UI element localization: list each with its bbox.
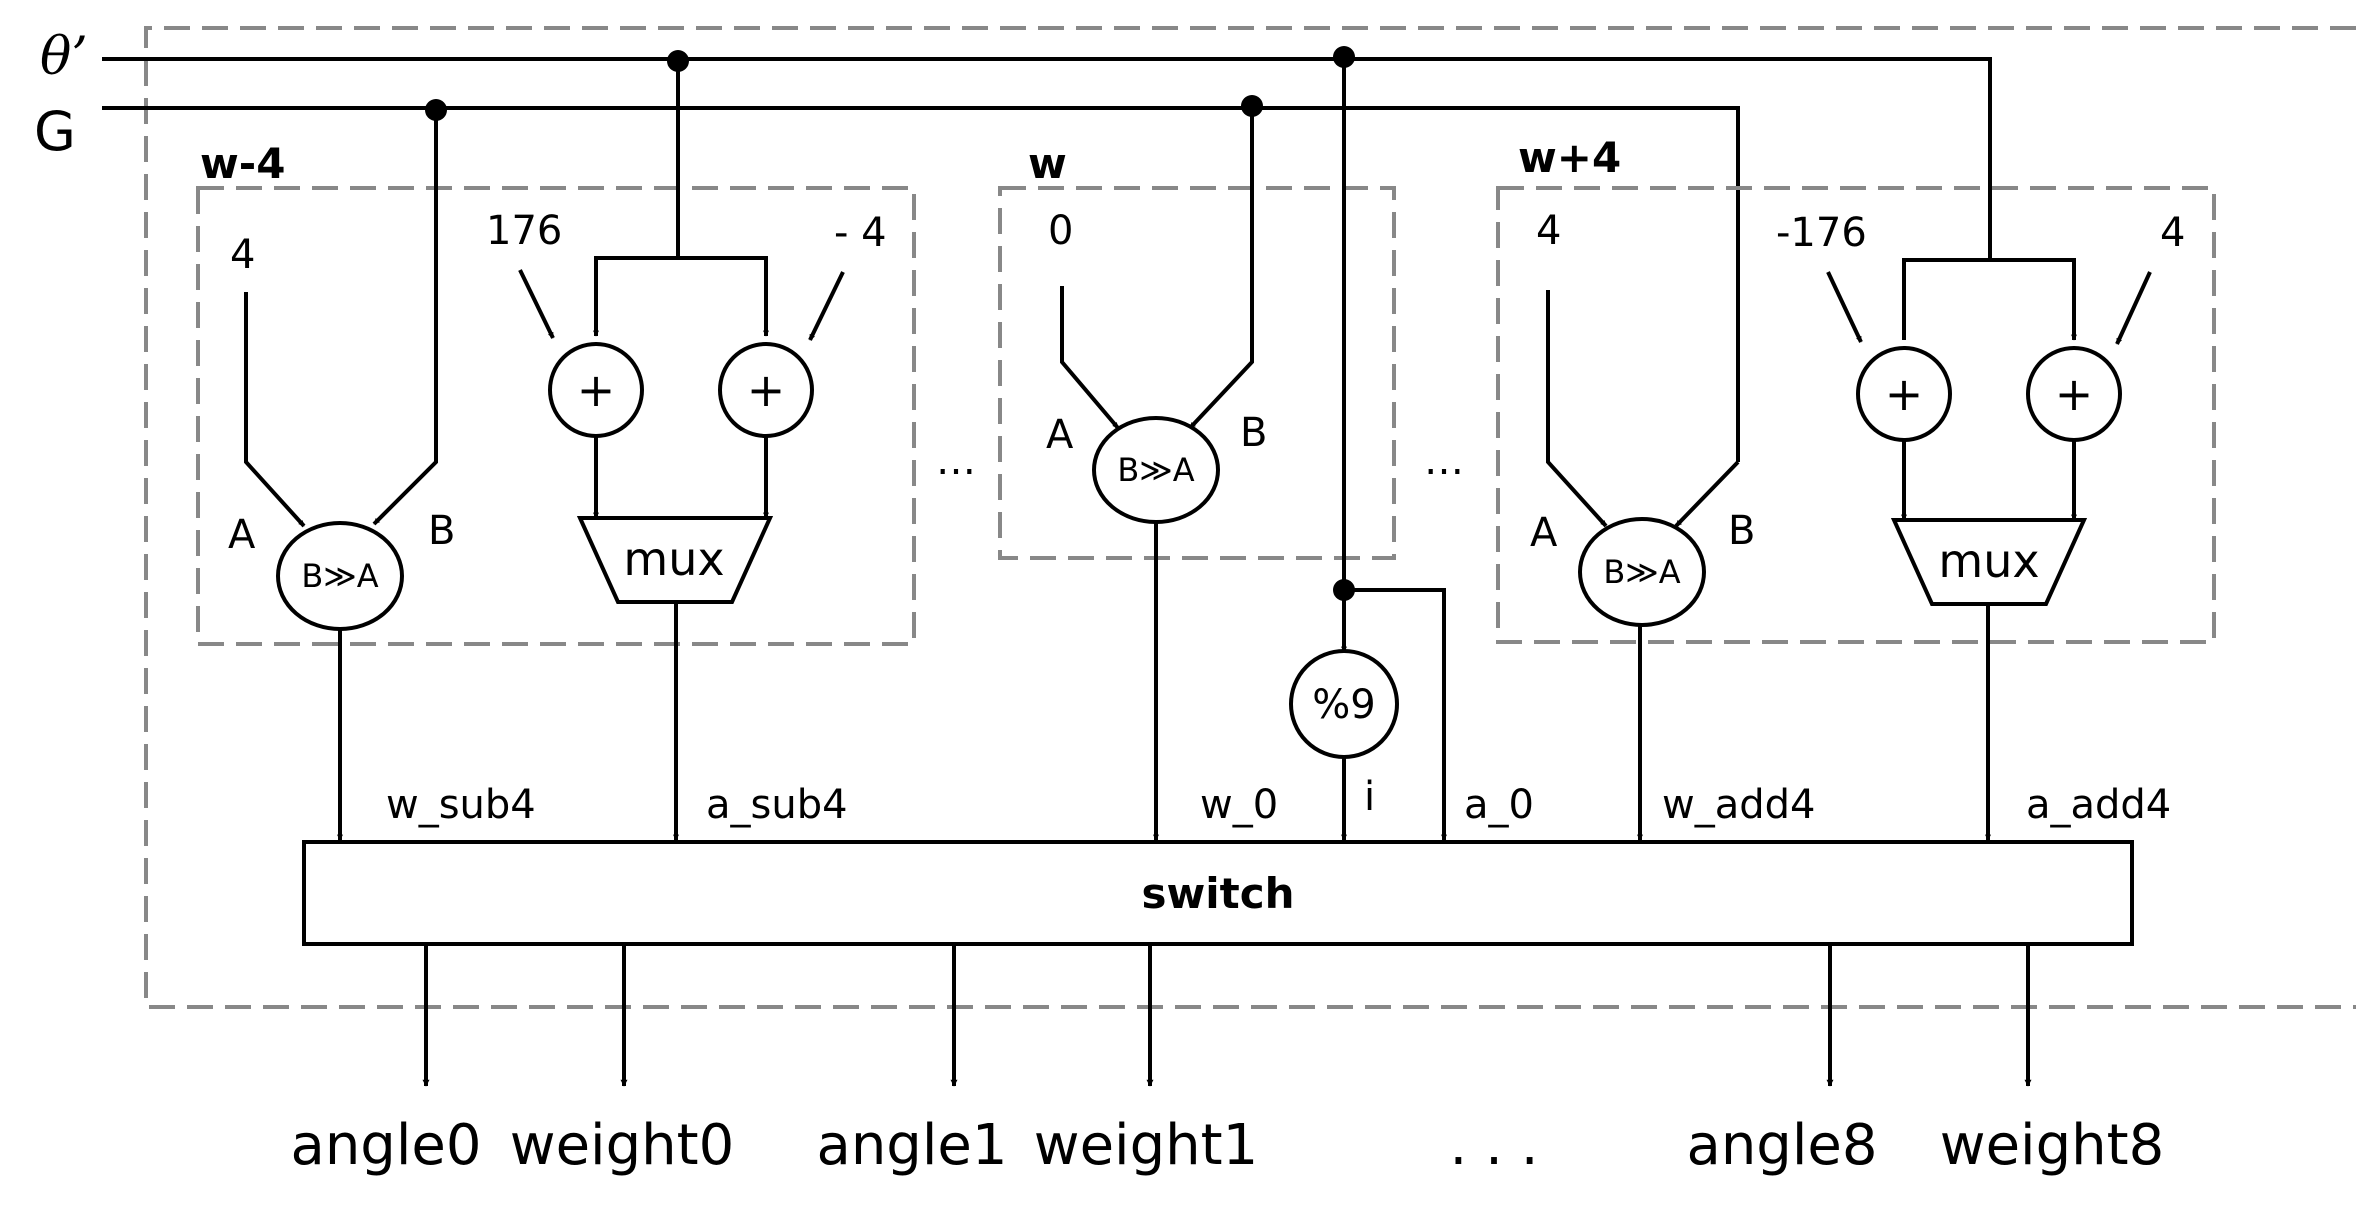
mux-left: [576, 516, 774, 604]
switch-label: switch: [1141, 869, 1294, 918]
signal-label-i: i: [1364, 774, 1375, 820]
signal-label-a-add4: a_add4: [2026, 782, 2171, 828]
output-weight0: weight0: [510, 1113, 734, 1178]
theta-input-label: θ’: [40, 27, 88, 87]
port-b-label: B: [1728, 508, 1755, 554]
ellipsis-left: …: [936, 438, 976, 484]
wire-theta-to-a0: [1344, 588, 1447, 841]
wire-minus176-to-adder: [1826, 271, 1863, 343]
port-a-label: A: [228, 512, 256, 558]
ellipsis-right: …: [1424, 438, 1464, 484]
g-bus: [102, 106, 1740, 462]
output-angle0: angle0: [291, 1113, 482, 1178]
const-4-left: 4: [230, 232, 255, 278]
wire-4-to-adder-right: [2115, 271, 2152, 345]
group-title-w: w: [1028, 139, 1067, 188]
wire-minus4-to-adder: [808, 271, 845, 341]
signal-label-w-sub4: w_sub4: [386, 782, 536, 828]
port-b-label: B: [428, 508, 455, 554]
mux-label: mux: [623, 532, 724, 586]
port-b-label: B: [1240, 410, 1267, 456]
g-input-label: G: [34, 100, 76, 163]
const-176: 176: [486, 208, 562, 254]
mux-label: mux: [1938, 534, 2039, 588]
const-4-right: 4: [1536, 208, 1561, 254]
shift-op-label: B≫A: [301, 557, 378, 595]
group-w: [998, 186, 1396, 560]
output-angle1: angle1: [817, 1113, 1008, 1178]
wire-const-to-shift-a-left: [244, 292, 306, 528]
const-minus-4: - 4: [834, 210, 887, 256]
wire-const-to-shift-a-mid: [1060, 286, 1120, 430]
wire-g-to-shift-b-right: [1674, 460, 1740, 528]
group-title-w-minus-4: w-4: [200, 139, 285, 188]
port-a-label: A: [1046, 412, 1074, 458]
group-w-minus-4: [196, 186, 916, 646]
const-4-adder-right: 4: [2160, 210, 2185, 256]
output-weight1: weight1: [1034, 1113, 1258, 1178]
wire-176-to-adder: [518, 269, 555, 339]
group-title-w-plus-4: w+4: [1518, 133, 1621, 182]
group-w-plus-4: [1496, 186, 2216, 644]
const-minus-176: -176: [1776, 210, 1867, 256]
wire-g-to-shift-b-left: [372, 110, 438, 526]
adder-op-label: +: [1885, 367, 1924, 421]
signal-label-w-add4: w_add4: [1662, 782, 1815, 828]
wire-theta-to-adders-right: [1902, 258, 2077, 341]
mod-op-label: %9: [1312, 682, 1375, 728]
port-a-label: A: [1530, 510, 1558, 556]
wire-g-to-shift-b-mid: [1188, 106, 1254, 430]
adder-op-label: +: [2055, 367, 2094, 421]
theta-bus: [102, 57, 1992, 260]
signal-label-a-0: a_0: [1464, 782, 1534, 828]
const-0: 0: [1048, 208, 1073, 254]
shift-op-label: B≫A: [1603, 553, 1680, 591]
adder-op-label: +: [577, 363, 616, 417]
wire-split-left: [594, 256, 769, 337]
signal-label-a-sub4: a_sub4: [706, 782, 848, 828]
signal-label-w-0: w_0: [1200, 782, 1278, 828]
output-ellipsis: . . .: [1449, 1113, 1538, 1178]
outer-dashed-boundary: [144, 26, 2356, 1009]
output-angle8: angle8: [1687, 1113, 1878, 1178]
adder-op-label: +: [747, 363, 786, 417]
mux-right: [1890, 518, 2088, 606]
output-weight8: weight8: [1940, 1113, 2164, 1178]
switch-block: [302, 840, 2134, 946]
shift-op-label: B≫A: [1117, 451, 1194, 489]
wire-const-to-shift-a-right: [1546, 290, 1608, 528]
